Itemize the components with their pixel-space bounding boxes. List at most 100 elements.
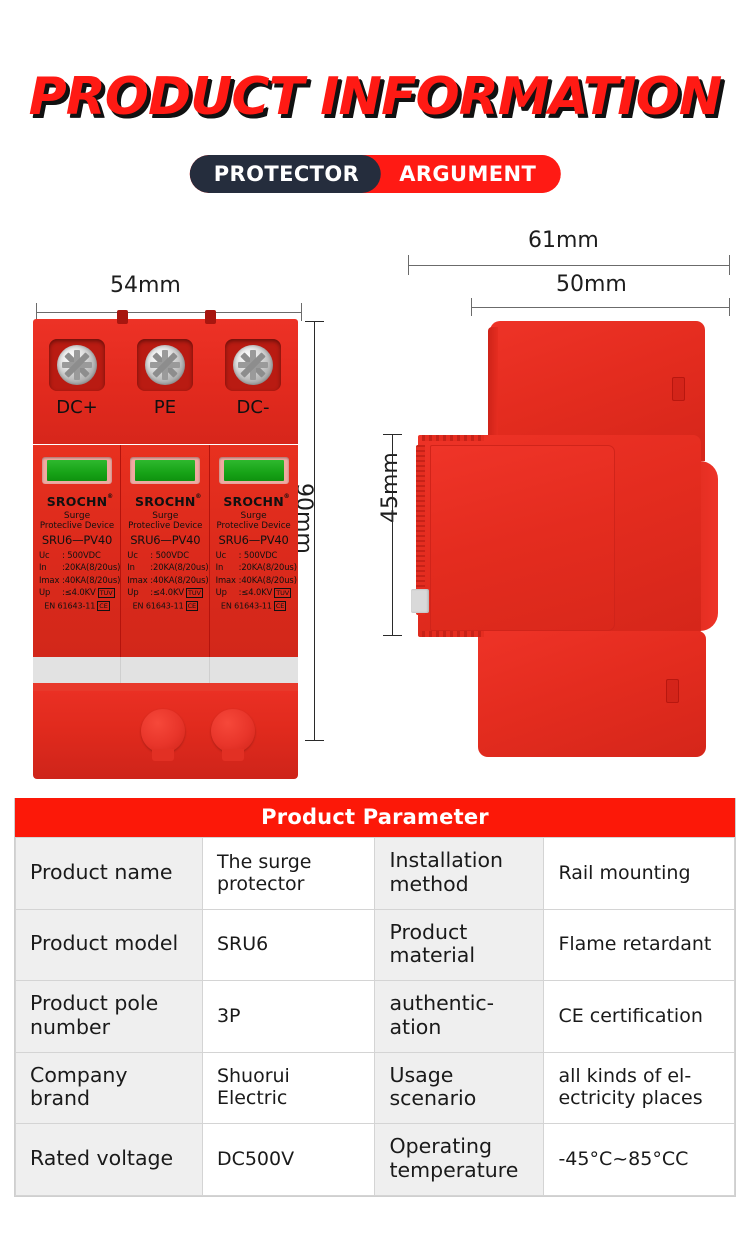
param-value: Flame retardant	[543, 908, 735, 982]
side-notch-lower	[666, 679, 679, 703]
brand-text: SROCHN	[46, 494, 108, 509]
param-key: Usage scenario	[374, 1051, 545, 1125]
din-rail-clip	[411, 589, 429, 613]
module-nameplate-2: SROCHN® Surge Proteclive Device SRU6—PV4…	[123, 491, 209, 611]
device-base	[33, 683, 298, 779]
standard-text: EN 61643-11	[132, 601, 184, 610]
spec-in-key: In	[127, 562, 135, 572]
spec-up-value: :≤4.0KV	[238, 587, 273, 597]
terminal-label-dc-plus: DC+	[56, 397, 98, 418]
dimension-tick-top	[305, 321, 324, 322]
product-images-area: 54mm 90mm	[0, 215, 750, 790]
spec-in-key: In	[215, 562, 224, 572]
terminal-nub-1	[117, 310, 128, 324]
side-bottom-teeth	[422, 631, 484, 637]
terminal-label-dc-minus: DC-	[236, 397, 270, 418]
side-lower-body	[478, 631, 706, 757]
spec-imax-value: :40KA(8/20us)	[150, 574, 209, 585]
tuv-mark-icon: TUV	[185, 587, 203, 598]
table-row: Product model SRU6 Product material Flam…	[15, 908, 735, 982]
nameplate-model: SRU6—PV40	[130, 533, 201, 547]
spec-up-value: :≤4.0KV	[150, 587, 184, 597]
brand-text: SROCHN	[135, 494, 196, 509]
table-row: Product name The surge protector Install…	[15, 837, 735, 910]
param-value: The surge protector	[201, 837, 376, 910]
badge-segment-argument: ARGUMENT	[381, 155, 561, 193]
spec-imax-value: :40KA(8/20us)	[238, 574, 297, 585]
screw-slot-v	[162, 350, 168, 380]
spec-up-key: Up	[127, 587, 139, 597]
terminal-well-pe	[137, 339, 193, 391]
dimension-tick-bottom	[305, 740, 324, 741]
base-knob-tab-2	[222, 749, 244, 761]
page-title: PRODUCT INFORMATION	[27, 67, 723, 128]
spec-uc-key: Uc	[127, 549, 138, 560]
dimension-tick-side-bottom	[383, 635, 402, 636]
surge-protector-front-view: DC+ PE DC- SROCHN® Surge Proteclive Devi…	[33, 310, 298, 779]
spec-uc: Uc : 500VDC	[123, 550, 207, 560]
screw-icon-dc-minus	[233, 345, 273, 385]
spec-uc: Uc : 500VDC	[35, 550, 119, 560]
module-row: SROCHN® Surge Proteclive Device SRU6—PV4…	[33, 445, 298, 657]
spec-in: In :20KA(8/20us)	[212, 562, 297, 572]
status-indicator-window-2	[130, 457, 201, 484]
spec-imax: Imax:40KA(8/20us)	[212, 574, 297, 585]
spec-in: In:20KA(8/20us)	[35, 562, 121, 572]
dimension-tick-side-top	[383, 434, 402, 435]
dimension-label-front-width: 54mm	[110, 273, 181, 298]
dimension-line-side-height	[392, 434, 393, 636]
module-pole-2: SROCHN® Surge Proteclive Device SRU6—PV4…	[121, 445, 210, 657]
white-band-segment	[121, 657, 210, 683]
status-indicator-green	[47, 460, 107, 481]
dimension-tick-inner-right	[729, 298, 730, 316]
spec-in-value: :20KA(8/20us)	[62, 562, 121, 572]
nameplate-line1: Surge	[63, 511, 91, 521]
status-indicator-window-1	[42, 457, 112, 484]
spec-up-value: :≤4.0KV	[62, 587, 96, 597]
spec-uc-value: : 500VDC	[238, 549, 278, 560]
screw-slot-h	[150, 362, 180, 368]
ce-mark-icon: CE	[185, 600, 199, 611]
spec-in: In:20KA(8/20us)	[123, 562, 208, 572]
param-value: DC500V	[201, 1123, 376, 1196]
side-notch-upper	[672, 377, 685, 401]
screw-slot-v	[250, 350, 256, 380]
param-key: Product material	[374, 908, 545, 982]
standard-text: EN 61643-11	[220, 601, 272, 610]
spec-uc-key: Uc	[39, 549, 50, 560]
brand-logo: SROCHN®	[135, 493, 201, 509]
param-value: 3P	[201, 980, 376, 1053]
spec-uc-value: : 500VDC	[150, 549, 189, 560]
nameplate-line1: Surge	[152, 511, 179, 521]
status-indicator-window-3	[218, 457, 289, 484]
param-value: all kinds of el-ectricity places	[543, 1051, 735, 1125]
base-knob-tab-1	[152, 749, 174, 761]
nameplate-model: SRU6—PV40	[218, 533, 289, 547]
white-band-segment	[209, 657, 298, 683]
ce-mark-icon: CE	[273, 600, 287, 611]
param-value: Shuorui Electric	[201, 1051, 376, 1125]
param-key: Operating temperature	[374, 1123, 545, 1196]
screw-slot-h	[238, 362, 268, 368]
param-value: SRU6	[201, 908, 376, 982]
spec-in-value: :20KA(8/20us)	[238, 562, 297, 572]
dimension-label-side-outer-width: 61mm	[528, 228, 599, 253]
param-key: Rated voltage	[15, 1123, 203, 1196]
nameplate-line2: Proteclive Device	[216, 521, 291, 531]
dimension-tick-outer-left	[408, 255, 409, 275]
module-pole-3: SROCHN® Surge Proteclive Device SRU6—PV4…	[209, 445, 298, 657]
brand-registered-mark: ®	[195, 493, 202, 500]
page-header: PRODUCT INFORMATION PROTECTOR ARGUMENT	[0, 0, 750, 215]
white-band-segment	[33, 657, 122, 683]
tuv-mark-icon: TUV	[97, 587, 115, 598]
parameters-grid: Product name The surge protector Install…	[15, 837, 735, 1196]
spec-imax-key: Imax	[127, 574, 148, 585]
status-indicator-green	[135, 460, 196, 481]
side-back-ridges	[416, 445, 425, 615]
spec-uc-value: : 500VDC	[62, 549, 101, 560]
dimension-tick-inner-left	[471, 298, 472, 316]
